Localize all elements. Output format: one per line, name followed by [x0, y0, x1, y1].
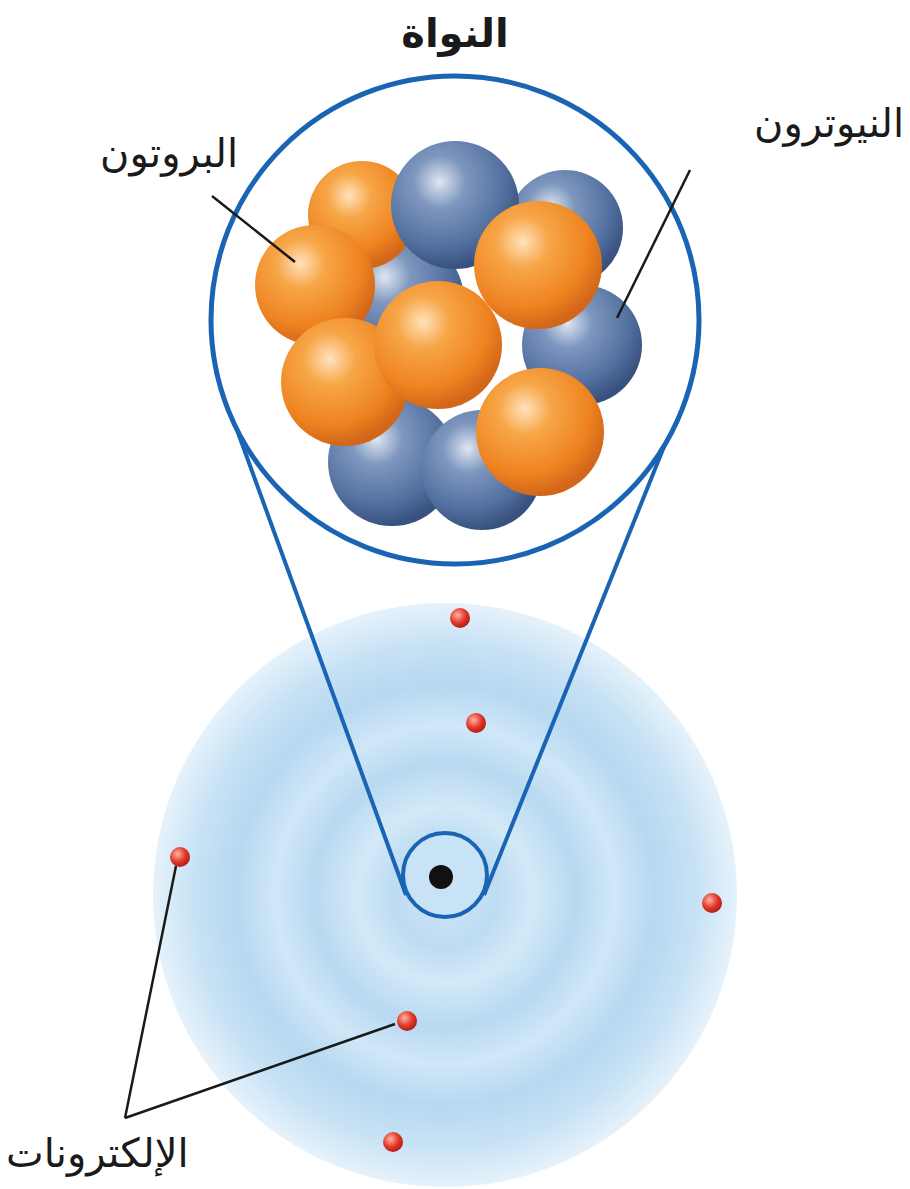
- leader-lines: [125, 170, 690, 1118]
- magnifier-ground: [211, 76, 699, 564]
- electron: [702, 893, 722, 913]
- part-label: النيوترون: [754, 98, 904, 148]
- electron: [383, 1132, 403, 1152]
- leader-line: [125, 1024, 395, 1118]
- nucleus-dot: [429, 865, 453, 889]
- part-label: البروتون: [100, 128, 238, 178]
- electrons: [170, 608, 722, 1152]
- electron: [170, 847, 190, 867]
- electron: [397, 1011, 417, 1031]
- proton-sphere: [474, 201, 602, 329]
- leader-line: [125, 866, 176, 1118]
- part-label: الإلكترونات: [6, 1128, 189, 1178]
- electron: [450, 608, 470, 628]
- leader-line: [617, 170, 690, 318]
- proton-sphere: [374, 281, 502, 409]
- electron: [466, 713, 486, 733]
- leader-line: [212, 196, 295, 262]
- magnifier-circle: [211, 76, 699, 564]
- nucleus: [255, 141, 642, 530]
- proton-sphere: [476, 368, 604, 496]
- figure-title: النواة: [401, 8, 508, 58]
- zoom-circle: [403, 833, 487, 917]
- electron-cloud: [153, 603, 737, 1187]
